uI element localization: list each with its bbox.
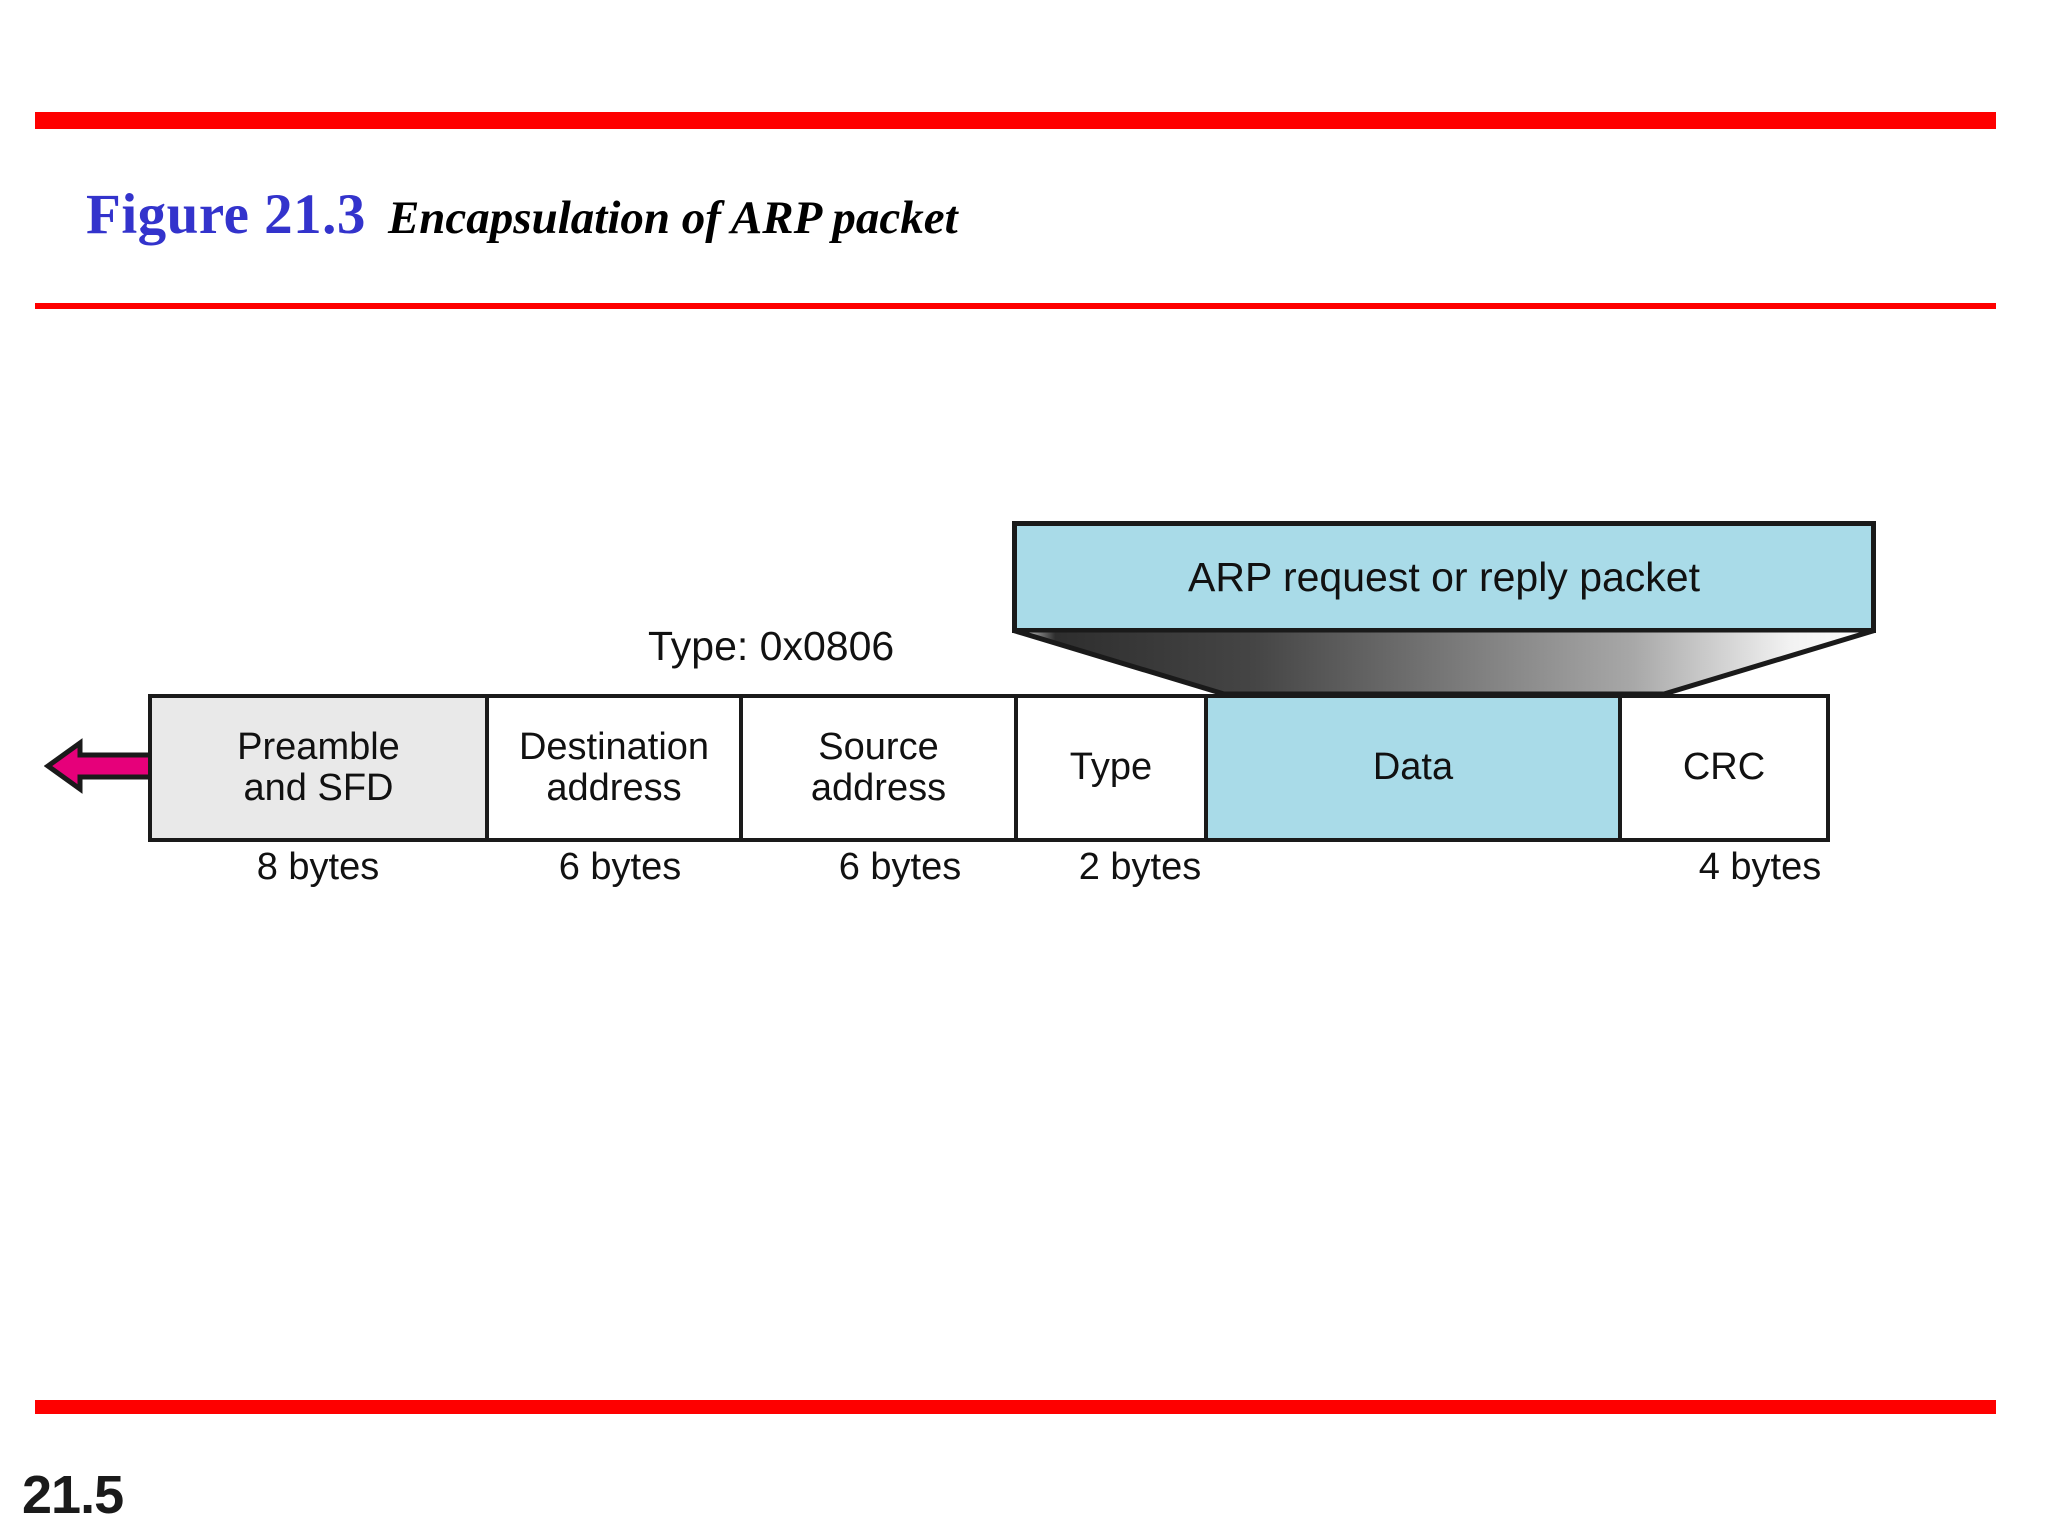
title-underline-rule (35, 303, 1996, 309)
frame-cell-preamble: Preamble and SFD (152, 698, 489, 838)
frame-cell-source-address: Source address (743, 698, 1018, 838)
arp-packet-box: ARP request or reply packet (1012, 521, 1876, 633)
encapsulation-funnel-icon (1012, 629, 1876, 695)
ethertype-annotation: Type: 0x0806 (648, 623, 895, 669)
arp-packet-label: ARP request or reply packet (1188, 553, 1700, 600)
slide-number: 21.5 (22, 1465, 124, 1525)
frame-direction-arrow (44, 738, 156, 794)
byte-label-source: 6 bytes (838, 846, 962, 888)
byte-label-crc: 4 bytes (1698, 846, 1822, 888)
frame-cell-source-line1: Source (818, 725, 939, 768)
frame-cell-destination-line2: address (546, 767, 682, 809)
byte-label-type: 2 bytes (1078, 846, 1202, 888)
frame-cell-preamble-line1: Preamble (237, 725, 400, 768)
frame-cell-crc-label: CRC (1682, 746, 1766, 789)
frame-cell-destination-line1: Destination (518, 725, 710, 768)
page-title: Figure 21.3 Encapsulation of ARP packet (86, 182, 958, 247)
frame-cell-type-label: Type (1069, 746, 1153, 789)
byte-label-destination: 6 bytes (558, 846, 682, 888)
figure-number: Figure 21.3 (86, 183, 366, 246)
frame-cell-data-label: Data (1372, 746, 1454, 789)
frame-cell-preamble-line2: and SFD (243, 767, 394, 809)
ethernet-frame: Preamble and SFD Destination address Sou… (148, 694, 1830, 842)
figure-caption: Encapsulation of ARP packet (387, 192, 958, 244)
frame-cell-type: Type (1018, 698, 1208, 838)
frame-cell-crc: CRC (1622, 698, 1826, 838)
byte-label-preamble: 8 bytes (256, 846, 380, 888)
top-accent-rule (35, 112, 1996, 129)
frame-cell-data: Data (1208, 698, 1622, 838)
frame-cell-source-line2: address (810, 767, 947, 809)
bottom-accent-rule (35, 1400, 1996, 1414)
frame-cell-destination-address: Destination address (489, 698, 743, 838)
